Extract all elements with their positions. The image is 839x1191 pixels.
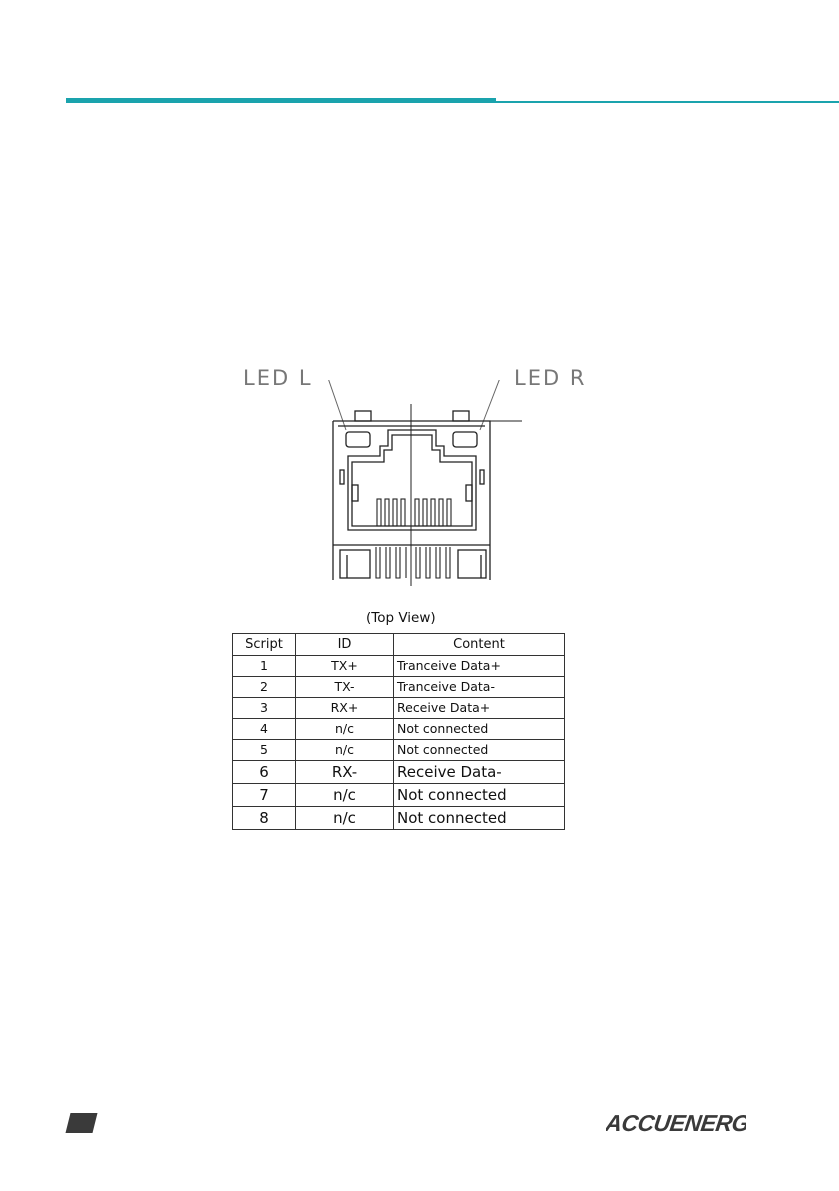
header-accent-rule-thin [494, 101, 839, 103]
figure-caption: (Top View) [366, 610, 436, 626]
pin-content: Receive Data- [394, 761, 565, 784]
rj45-connector-diagram [300, 380, 540, 590]
pin-number: 8 [233, 807, 296, 830]
pin-id: n/c [296, 740, 394, 761]
pin-number: 3 [233, 698, 296, 719]
pin-id: TX- [296, 677, 394, 698]
table-header-row: Script ID Content [233, 634, 565, 656]
brand-logo: ACCUENERGY [606, 1106, 746, 1138]
pin-content: Tranceive Data- [394, 677, 565, 698]
pin-content: Not connected [394, 784, 565, 807]
footer-page-marker [66, 1113, 98, 1133]
pin-id: RX- [296, 761, 394, 784]
pin-content: Not connected [394, 740, 565, 761]
column-header-content: Content [394, 634, 565, 656]
column-header-script: Script [233, 634, 296, 656]
pin-content: Tranceive Data+ [394, 656, 565, 677]
pin-content: Receive Data+ [394, 698, 565, 719]
pin-id: n/c [296, 784, 394, 807]
table-row: 7 n/c Not connected [233, 784, 565, 807]
pin-id: n/c [296, 719, 394, 740]
pin-content: Not connected [394, 807, 565, 830]
table-row: 1 TX+ Tranceive Data+ [233, 656, 565, 677]
pin-number: 5 [233, 740, 296, 761]
table-row: 2 TX- Tranceive Data- [233, 677, 565, 698]
table-row: 6 RX- Receive Data- [233, 761, 565, 784]
pin-number: 2 [233, 677, 296, 698]
pin-number: 1 [233, 656, 296, 677]
pinout-table: Script ID Content 1 TX+ Tranceive Data+ … [232, 633, 565, 830]
table-row: 4 n/c Not connected [233, 719, 565, 740]
pin-id: n/c [296, 807, 394, 830]
table-row: 3 RX+ Receive Data+ [233, 698, 565, 719]
brand-logo-text: ACCUENERGY [606, 1110, 746, 1136]
pin-id: RX+ [296, 698, 394, 719]
pin-number: 7 [233, 784, 296, 807]
pin-content: Not connected [394, 719, 565, 740]
header-accent-rule [66, 98, 496, 103]
table-row: 5 n/c Not connected [233, 740, 565, 761]
table-row: 8 n/c Not connected [233, 807, 565, 830]
pin-number: 4 [233, 719, 296, 740]
pin-number: 6 [233, 761, 296, 784]
column-header-id: ID [296, 634, 394, 656]
pin-id: TX+ [296, 656, 394, 677]
